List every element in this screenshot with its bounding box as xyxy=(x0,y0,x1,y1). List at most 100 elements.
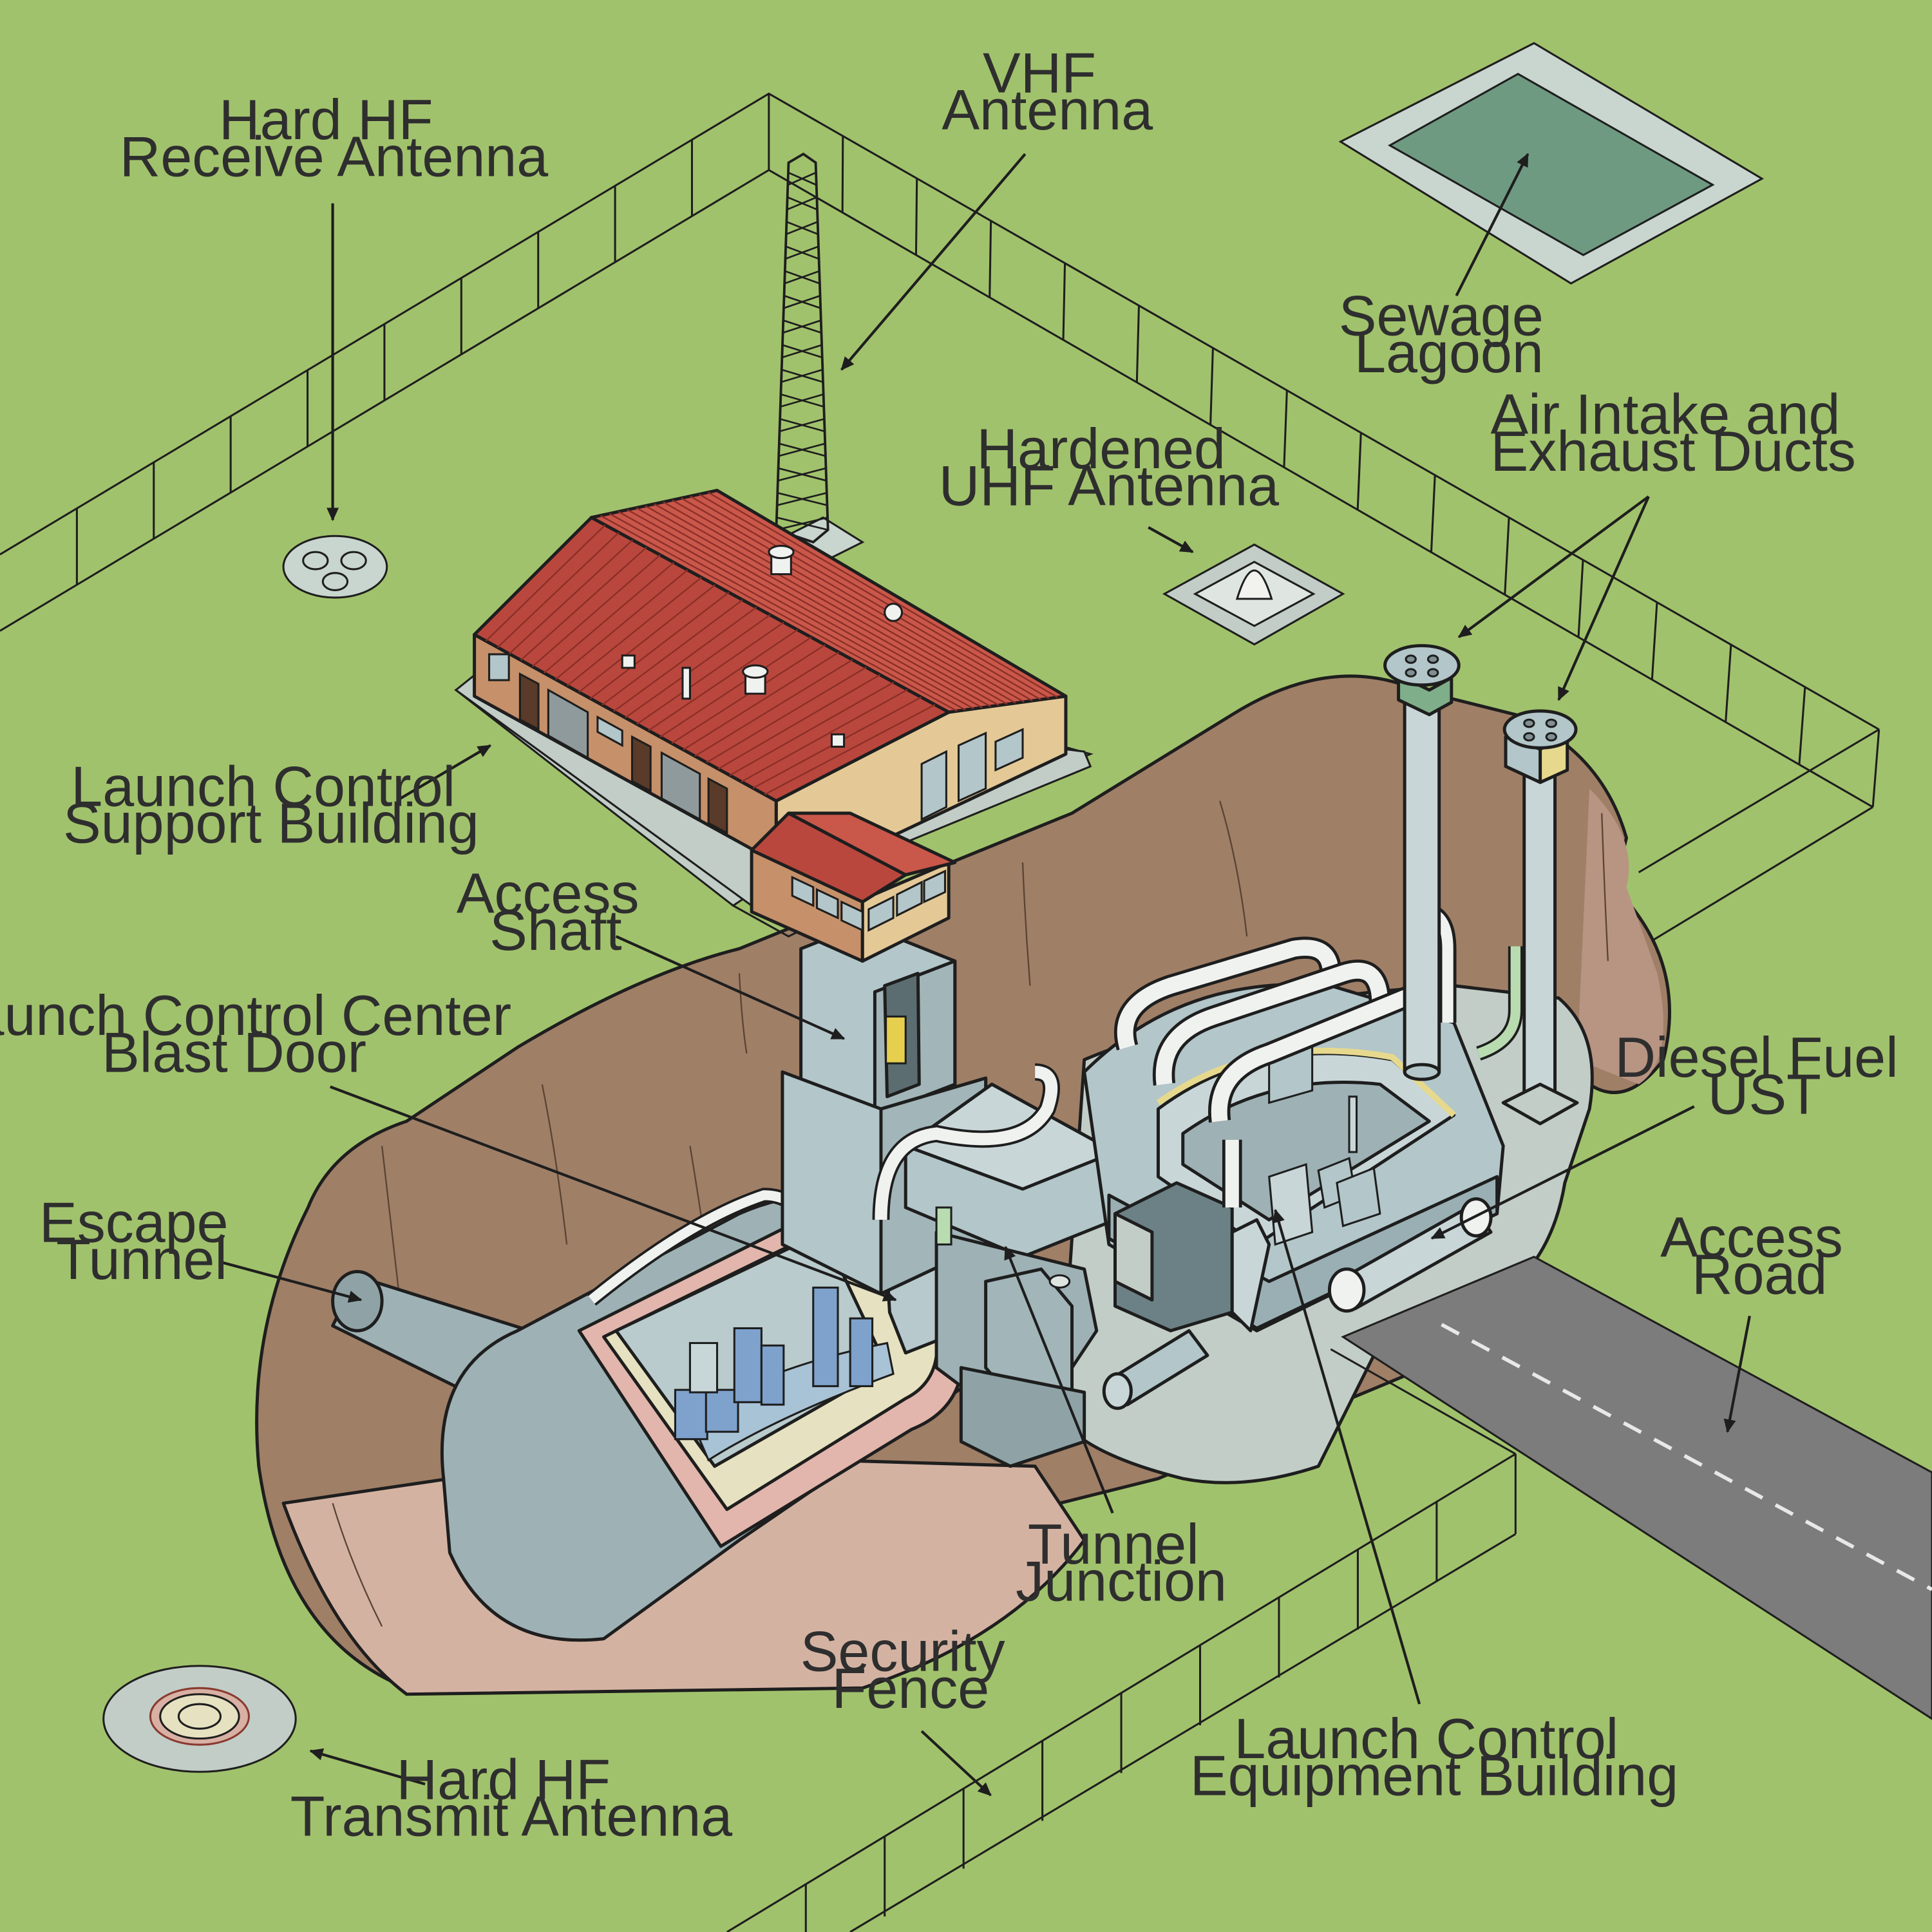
tower-brace xyxy=(782,319,822,334)
label-hard-hf-receive-antenna: Hard HF Receive Antenna xyxy=(120,88,548,188)
label-access-road: Access Road xyxy=(1660,1206,1859,1306)
leader-lines xyxy=(219,153,1751,1797)
fence-post xyxy=(1725,644,1732,723)
tower-brace xyxy=(776,516,828,531)
roof-rib xyxy=(694,659,853,757)
security-fence-back xyxy=(0,92,1880,950)
equipment-console xyxy=(705,1388,739,1433)
equipment-console xyxy=(760,1344,785,1406)
roof-rib xyxy=(683,651,840,751)
roof-rib xyxy=(531,554,661,667)
label-security-fence: Security Fence xyxy=(800,1619,1021,1719)
roof-rib xyxy=(654,503,1008,705)
roof-rib xyxy=(601,599,743,706)
tower-brace xyxy=(777,492,828,506)
diesel-fuel-ust xyxy=(1327,1197,1493,1313)
equipment-console xyxy=(812,1286,839,1387)
roof-rib xyxy=(659,636,812,738)
roof-rib xyxy=(663,501,1016,704)
roof-rib xyxy=(485,524,606,642)
fence-post xyxy=(1135,305,1141,383)
roof-rib xyxy=(648,629,799,732)
roof-rib xyxy=(600,515,958,712)
labels: Hard HF Receive Antenna VHF Antenna Sewa… xyxy=(0,41,1914,1848)
roof-rib xyxy=(672,499,1025,703)
label-hard-hf-transmit-antenna: Hard HF Transmit Antenna xyxy=(290,1747,732,1848)
label-access-shaft: Access Shaft xyxy=(457,862,655,962)
label-vhf-antenna: VHF Antenna xyxy=(942,41,1153,141)
roof-rib xyxy=(645,505,999,706)
equipment-console xyxy=(674,1388,708,1441)
fence-post xyxy=(1651,602,1658,680)
fence-post xyxy=(1577,560,1584,638)
roof-rib xyxy=(764,704,936,795)
label-tunnel-junction: Tunnel Junction xyxy=(1016,1512,1227,1613)
tower-brace xyxy=(784,270,820,285)
launch-control-support-building xyxy=(454,488,1094,963)
roof-rib xyxy=(520,547,647,661)
roof-rib xyxy=(741,688,908,782)
label-diesel-fuel-ust: Diesel Fuel UST xyxy=(1615,1025,1914,1126)
roof-rib xyxy=(690,495,1041,701)
roof-rib xyxy=(636,621,784,725)
hard-hf-transmit-antenna xyxy=(102,1665,297,1773)
fence-post xyxy=(1356,432,1362,510)
roof-rib xyxy=(590,591,730,699)
fence-post xyxy=(1430,475,1436,553)
tower-brace xyxy=(781,393,824,408)
roof-rib xyxy=(717,674,881,770)
label-escape-tunnel: Escape Tunnel xyxy=(39,1191,244,1291)
equipment-console xyxy=(733,1327,762,1403)
tower-brace xyxy=(785,245,819,260)
tower-brace xyxy=(779,418,825,432)
roof-rib xyxy=(636,507,991,707)
roof-rib xyxy=(699,493,1050,699)
fence-post xyxy=(1209,348,1214,425)
roof-rib xyxy=(618,511,974,710)
fence-post xyxy=(841,136,844,213)
tower-brace xyxy=(786,221,819,235)
roof-rib xyxy=(555,569,688,680)
security-fence-front xyxy=(726,1348,1517,1932)
access-road xyxy=(1341,1255,1932,1720)
label-hardened-uhf-antenna: Hardened UHF Antenna xyxy=(939,417,1279,517)
label-launch-control-support-building: Launch Control Support Building xyxy=(63,754,479,855)
tower-brace xyxy=(787,196,818,211)
roof-rib xyxy=(544,562,675,674)
fence-post xyxy=(1283,390,1288,468)
roof-rib xyxy=(625,614,771,719)
label-sewage-lagoon: Sewage Lagoon xyxy=(1339,283,1559,384)
sewage-lagoon xyxy=(1338,42,1765,285)
equipment-console xyxy=(849,1317,874,1387)
launch-control-equipment-building xyxy=(1083,904,1523,1332)
roof-rib xyxy=(497,531,620,649)
equipment-cylinder xyxy=(688,1341,719,1394)
roof-rib xyxy=(729,681,895,776)
tunnel-junction xyxy=(872,1063,1117,1468)
water-tank xyxy=(1102,1329,1209,1410)
fence-post xyxy=(1798,687,1806,765)
tower-brace xyxy=(784,294,821,309)
roof-rib xyxy=(578,584,716,693)
roof-rib xyxy=(707,491,1058,698)
roof-rib xyxy=(609,513,966,711)
hard-hf-receive-antenna xyxy=(282,535,388,599)
fence-post xyxy=(1062,263,1066,340)
fence-post xyxy=(1504,517,1510,595)
hardened-uhf-antenna xyxy=(1162,543,1345,646)
roof-rib xyxy=(627,509,983,708)
air-intake-exhaust-ducts xyxy=(1383,644,1579,1126)
tower-brace xyxy=(788,171,817,186)
label-launch-control-center-blast-door: Launch Control Center Blast Door xyxy=(0,983,527,1084)
tower-brace xyxy=(779,442,826,457)
roof-rib xyxy=(508,539,634,654)
roof-rib xyxy=(681,497,1033,702)
label-air-intake-exhaust-ducts: Air Intake and Exhaust Ducts xyxy=(1490,382,1855,482)
label-launch-control-equipment-building: Launch Control Equipment Building xyxy=(1190,1707,1678,1807)
roof-rib xyxy=(613,607,757,712)
roof-rib xyxy=(567,576,702,687)
roof-rib xyxy=(706,667,867,764)
tower-brace xyxy=(782,344,822,359)
tower-brace xyxy=(781,368,823,383)
